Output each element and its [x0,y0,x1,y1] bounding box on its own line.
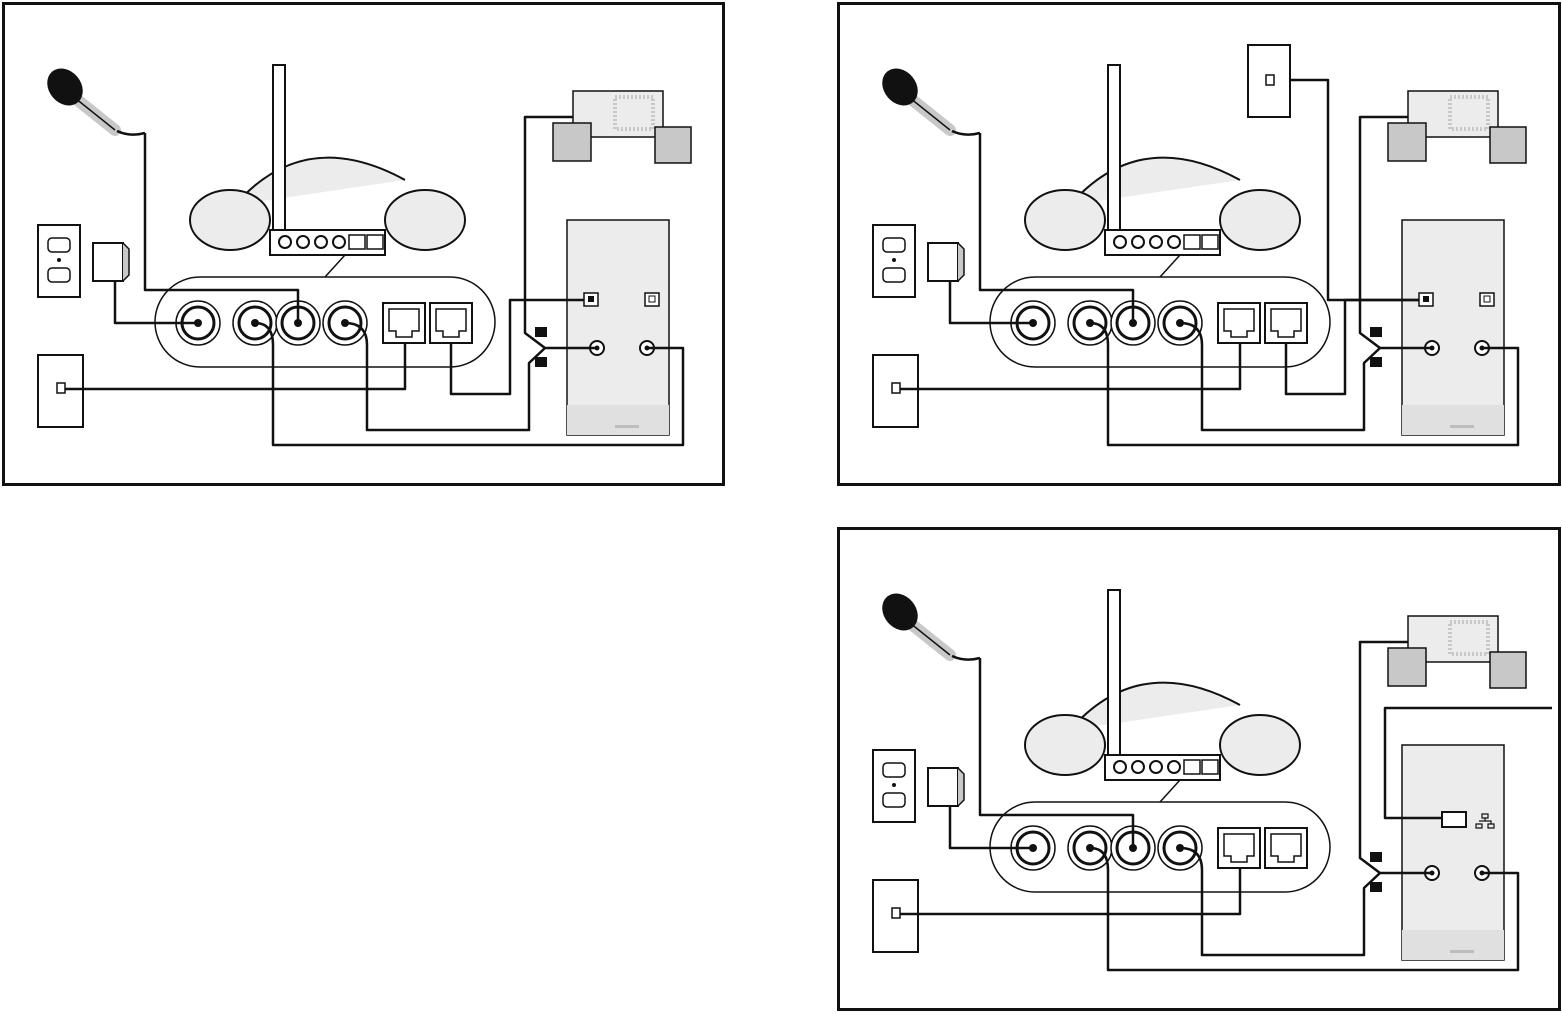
computer-tower-icon [1402,220,1504,435]
power-adapter-icon [93,243,129,281]
connection-diagram-panel-3 [837,527,1561,1011]
power-adapter-icon [928,243,964,281]
headset-base-icon [1025,590,1300,802]
phone-wall-jack-icon [873,880,918,952]
headset-base-icon [190,65,465,277]
phone-wall-jack-icon [873,355,918,427]
speakers-icon [553,91,691,163]
power-adapter-icon [928,768,964,806]
computer-tower-icon [1402,745,1504,960]
connection-diagram-svg [840,5,1558,483]
second-phone-wall-jack-icon [1248,45,1290,117]
computer-tower-icon [567,220,669,435]
power-outlet-icon [873,225,915,297]
connection-diagram-svg [5,5,723,483]
microphone-icon [40,61,145,134]
connection-diagram-svg [840,530,1558,1008]
microphone-icon [875,586,980,659]
speakers-icon [1388,91,1526,163]
power-outlet-icon [38,225,80,297]
microphone-icon [875,61,980,134]
power-outlet-icon [873,750,915,822]
connection-diagram-panel-2 [837,2,1561,486]
phone-wall-jack-icon [38,355,83,427]
connection-diagram-panel-1 [2,2,725,486]
speakers-icon [1388,616,1526,688]
